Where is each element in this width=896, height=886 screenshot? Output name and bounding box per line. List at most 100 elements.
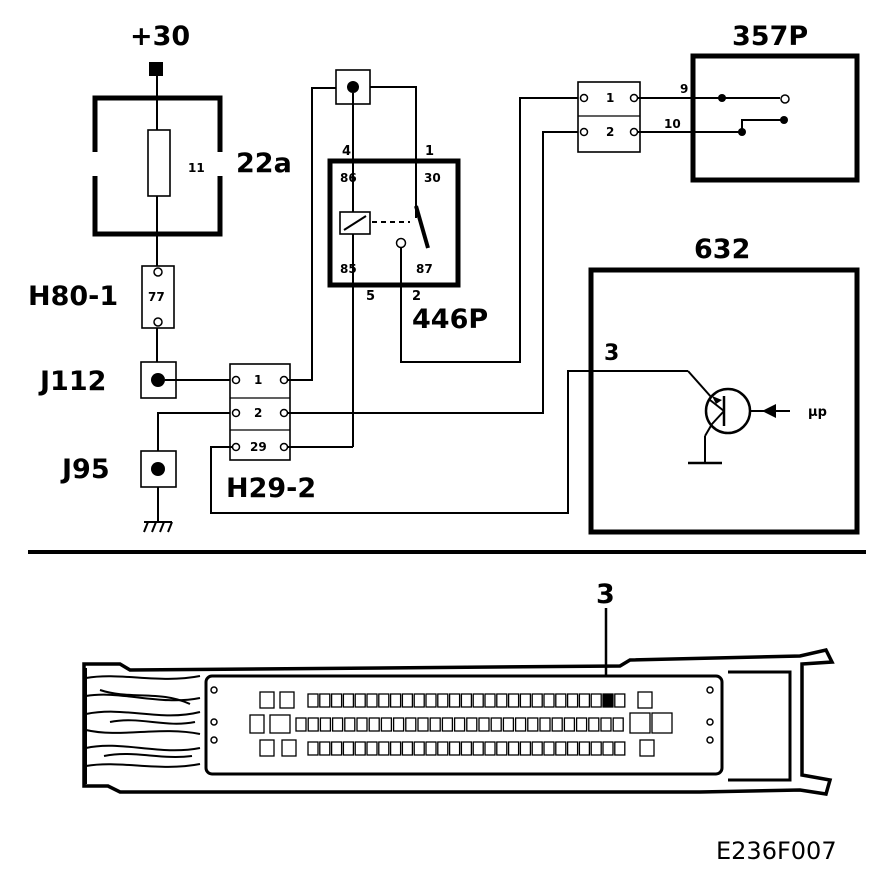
mu-p-label: µp bbox=[808, 405, 827, 420]
ecu-pin-cavity bbox=[614, 693, 626, 708]
ecu-pin-cavity bbox=[319, 693, 331, 708]
ecu-pin-cavity bbox=[330, 741, 343, 756]
ecu-pin-cavity bbox=[531, 741, 543, 756]
ecu-pin-cavity bbox=[354, 693, 366, 708]
component-357p bbox=[690, 53, 860, 183]
ecu-pin-cavity bbox=[484, 741, 496, 756]
ecu-pin-cavity bbox=[425, 741, 437, 756]
ecu-pin-cavity bbox=[401, 741, 414, 756]
ecu-pin-cavity bbox=[392, 717, 405, 732]
ecu-pin-3-cavity bbox=[602, 693, 614, 708]
ecu-pin-cavity bbox=[344, 717, 356, 732]
relay-coil-icon bbox=[339, 211, 371, 235]
ecu-pin-cavity bbox=[330, 693, 343, 708]
ecu-pin-cavity bbox=[448, 741, 461, 756]
relay-446p bbox=[327, 158, 461, 288]
ecu-pin-cavity bbox=[307, 693, 319, 708]
component-632-pin: 3 bbox=[604, 341, 619, 366]
wire-harness-icon bbox=[85, 668, 201, 784]
ecu-pin-cavity bbox=[380, 717, 393, 732]
ecu-pin-array bbox=[249, 691, 673, 757]
ecu-pin-cavity bbox=[543, 741, 555, 756]
relay-pin-87: 87 bbox=[416, 262, 433, 276]
ecu-pin-cavity bbox=[555, 693, 567, 708]
ecu-pin-cavity bbox=[551, 717, 563, 732]
relay-pin-5: 5 bbox=[366, 289, 375, 304]
fuse-number: 11 bbox=[188, 161, 205, 175]
ecu-pin-cavity bbox=[614, 741, 626, 756]
ecu-pin-cavity bbox=[612, 717, 624, 732]
c357-pin-10: 10 bbox=[664, 117, 681, 131]
ecu-pin-cavity bbox=[566, 693, 579, 708]
ecu-pin-cavity bbox=[531, 693, 543, 708]
component-632-label: 632 bbox=[694, 234, 750, 265]
relay-pin-2: 2 bbox=[412, 289, 421, 304]
h29-pin-1: 1 bbox=[254, 373, 262, 387]
component-357p-label: 357P bbox=[732, 21, 808, 52]
ecu-pin-cavity bbox=[389, 693, 402, 708]
transistor-icon bbox=[687, 370, 790, 465]
ecu-pin-cavity bbox=[366, 741, 378, 756]
ecu-pin-cavity bbox=[460, 693, 473, 708]
ecu-pin-cavity bbox=[437, 693, 449, 708]
ecu-pin-cavity bbox=[342, 741, 355, 756]
ecu-pin-cavity bbox=[566, 741, 579, 756]
ecu-pin-cavity bbox=[437, 741, 449, 756]
ecu-pin-cavity bbox=[472, 741, 484, 756]
component-632 bbox=[588, 267, 860, 535]
relay-pin-85: 85 bbox=[340, 262, 357, 276]
ecu-pin-cavity bbox=[539, 717, 551, 732]
ecu-pin-cavity bbox=[319, 717, 332, 732]
ecu-pin-cavity bbox=[639, 739, 655, 757]
ecu-pin-cavity bbox=[588, 717, 600, 732]
ecu-pin-cavity bbox=[453, 717, 466, 732]
ecu-pin-cavity bbox=[472, 693, 484, 708]
ecu-pin-cavity bbox=[496, 693, 508, 708]
ecu-pin-cavity bbox=[378, 741, 390, 756]
ecu-pin-cavity bbox=[378, 693, 390, 708]
ecu-pin-cavity bbox=[590, 741, 602, 756]
ecu-pin-cavity bbox=[507, 693, 520, 708]
ecu-pin-cavity bbox=[295, 717, 307, 732]
ecu-pin-cavity bbox=[651, 712, 673, 734]
ground-symbol bbox=[143, 521, 173, 533]
ecu-pin-cavity bbox=[354, 741, 366, 756]
ecu-pin-cavity bbox=[527, 717, 539, 732]
ecu-pin-cavity bbox=[507, 741, 520, 756]
connector-357p bbox=[577, 81, 641, 153]
ecu-pin-cavity bbox=[578, 741, 591, 756]
figure-id: E236F007 bbox=[716, 837, 837, 865]
relay-switch-icon bbox=[395, 205, 430, 249]
ecu-pin-cavity bbox=[356, 717, 368, 732]
ecu-pin-cavity bbox=[413, 741, 425, 756]
ecu-pin-cavity bbox=[519, 693, 532, 708]
ecu-connector bbox=[82, 647, 835, 796]
ecu-pin-cavity bbox=[269, 714, 291, 734]
ecu-pin-cavity bbox=[249, 714, 265, 734]
ecu-pin-cavity bbox=[490, 717, 502, 732]
ecu-pin-cavity bbox=[600, 717, 612, 732]
ecu-pin-callout: 3 bbox=[596, 579, 615, 610]
ecu-pin-cavity bbox=[514, 717, 527, 732]
relay-pin-30: 30 bbox=[424, 171, 441, 185]
c357-connector-pin-1: 1 bbox=[606, 91, 614, 105]
connector-h80-pin: 77 bbox=[148, 290, 165, 304]
ecu-pin-cavity bbox=[368, 717, 380, 732]
ecu-pin-cavity bbox=[629, 712, 651, 734]
ecu-pin-cavity bbox=[417, 717, 429, 732]
ecu-pin-cavity bbox=[401, 693, 414, 708]
ecu-pin-cavity bbox=[563, 717, 576, 732]
relay-label: 446P bbox=[412, 304, 488, 335]
ecu-pin-cavity bbox=[484, 693, 496, 708]
ecu-pin-cavity bbox=[405, 717, 417, 732]
ecu-pin-cavity bbox=[575, 717, 588, 732]
ecu-pin-cavity bbox=[366, 693, 378, 708]
ecu-pin-cavity bbox=[425, 693, 437, 708]
ecu-pin-cavity bbox=[279, 691, 295, 709]
fuse-box-label: 22a bbox=[236, 148, 292, 179]
ecu-pin-cavity bbox=[448, 693, 461, 708]
ecu-pin-cavity bbox=[441, 717, 454, 732]
ecu-pin-cavity bbox=[478, 717, 490, 732]
junction-j112-label: J112 bbox=[38, 366, 106, 397]
